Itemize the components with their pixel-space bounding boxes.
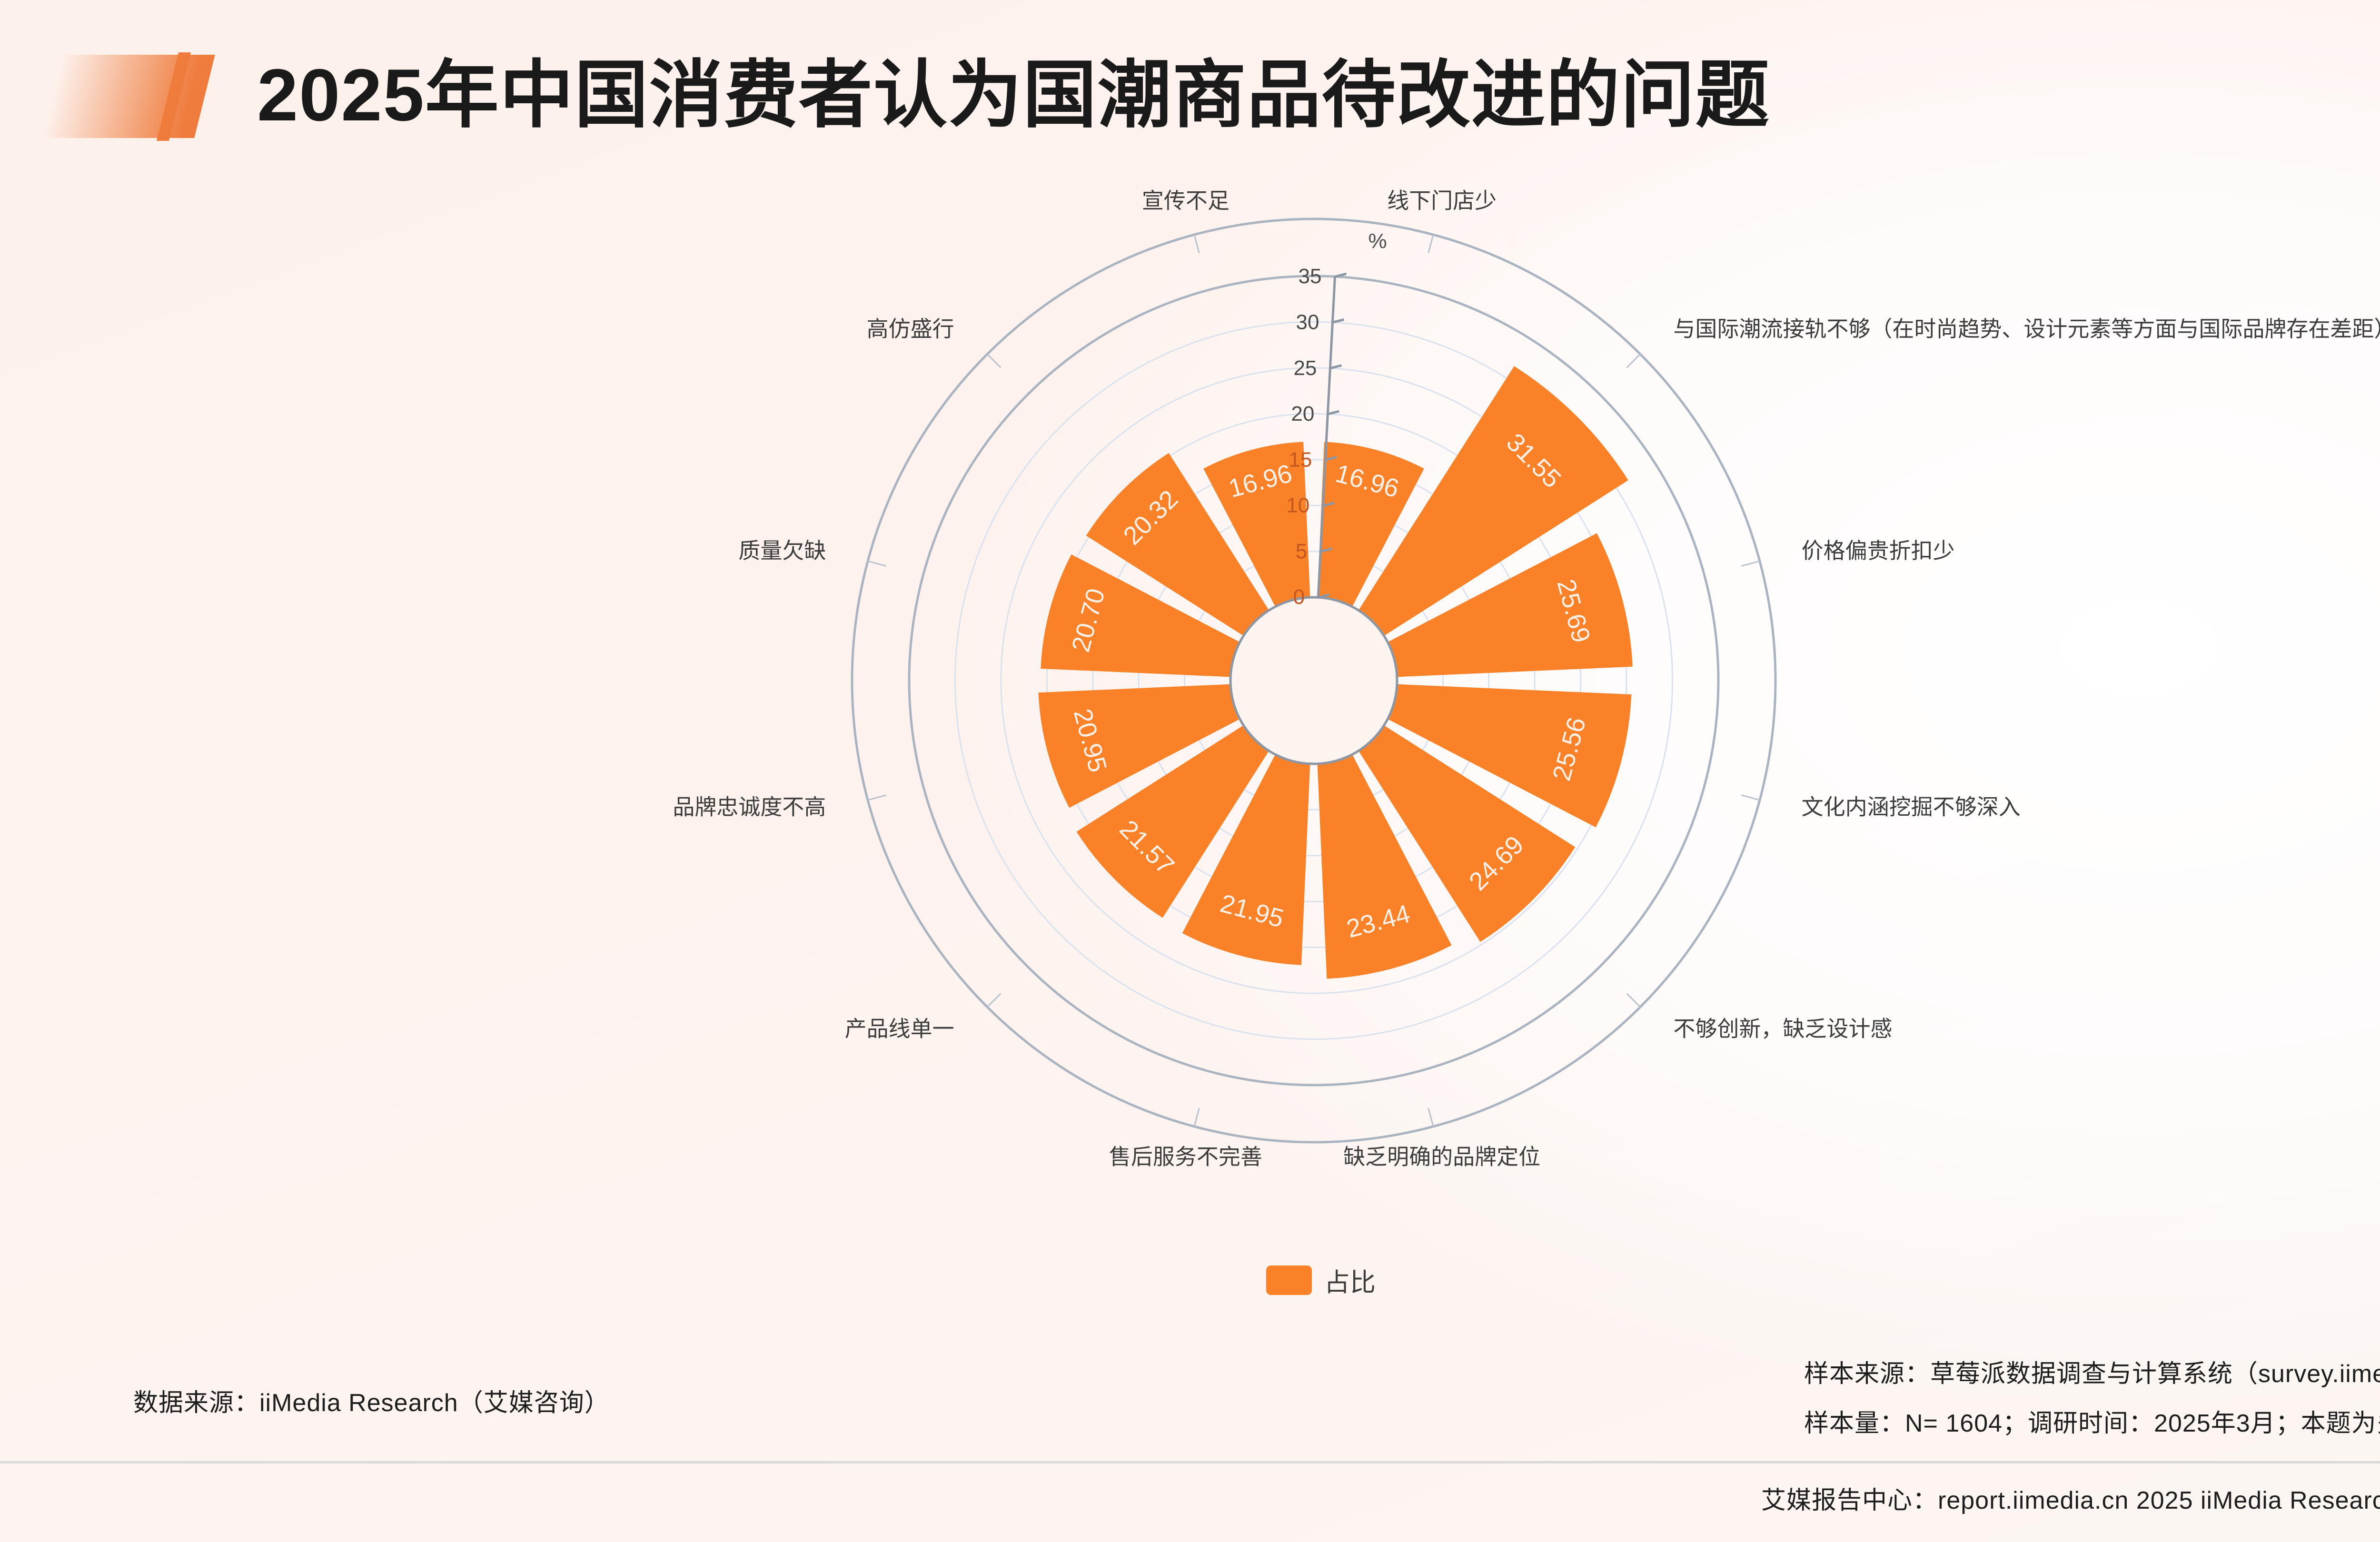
category-leader-tick bbox=[1626, 354, 1641, 368]
category-label: 质量欠缺 bbox=[738, 538, 826, 563]
chart-bars bbox=[1038, 366, 1633, 979]
axis-tick-label-15: 15 bbox=[1289, 448, 1312, 471]
axis-tick-0 bbox=[1318, 593, 1330, 599]
category-label: 文化内涵挖掘不够深入 bbox=[1802, 794, 2021, 819]
category-leader-tick bbox=[1741, 794, 1760, 801]
chart-legend: 占比 bbox=[1266, 1261, 1376, 1299]
category-leader-tick bbox=[1193, 1107, 1200, 1127]
category-label: 缺乏明确的品牌定位 bbox=[1343, 1145, 1540, 1169]
title-accent-bar bbox=[42, 55, 215, 138]
axis-tick-25 bbox=[1329, 364, 1342, 370]
bar-slice[interactable] bbox=[1076, 725, 1269, 918]
bar-slice[interactable] bbox=[1203, 442, 1310, 607]
category-label: 产品线单一 bbox=[845, 1017, 954, 1041]
radial-axis-line bbox=[1317, 277, 1336, 598]
axis-tick-label-20: 20 bbox=[1291, 402, 1314, 425]
category-label: 与国际潮流接轨不够（在时尚趋势、设计元素等方面与国际品牌存在差距） bbox=[1673, 316, 2380, 341]
category-leader-tick bbox=[1626, 993, 1641, 1008]
grid-ring-30 bbox=[954, 321, 1674, 1040]
grid-ring-5 bbox=[1184, 551, 1444, 811]
footer-divider bbox=[0, 1461, 2380, 1463]
category-leader-tick bbox=[987, 354, 1002, 368]
category-label: 线下门店少 bbox=[1387, 188, 1497, 213]
category-label: 不够创新，缺乏设计感 bbox=[1673, 1017, 1892, 1041]
axis-tick-label-35: 35 bbox=[1299, 265, 1322, 288]
category-leader-tick bbox=[1428, 1107, 1434, 1127]
sample-source-line: 样本来源：草莓派数据调查与计算系统（survey.iimedia.cn） bbox=[1804, 1360, 2380, 1388]
bar-slice[interactable] bbox=[1359, 725, 1576, 942]
axis-tick-label-0: 0 bbox=[1293, 585, 1305, 609]
bar-slice[interactable] bbox=[1388, 533, 1633, 677]
sample-note: 样本来源：草莓派数据调查与计算系统（survey.iimedia.cn） 样本量… bbox=[1804, 1349, 2380, 1448]
category-leader-tick bbox=[867, 560, 887, 567]
category-leader-tick bbox=[1428, 234, 1434, 254]
axis-tick-30 bbox=[1332, 318, 1345, 324]
axis-tick-15 bbox=[1325, 455, 1337, 461]
radial-axis: 0 5 10 15 20 25 30 35% bbox=[1286, 229, 1387, 609]
bar-slice[interactable] bbox=[1317, 754, 1452, 979]
bar-slice[interactable] bbox=[1359, 366, 1628, 636]
bar-slice[interactable] bbox=[1388, 684, 1632, 828]
category-leader-tick bbox=[1741, 560, 1760, 567]
chart-hub-circle bbox=[1229, 596, 1398, 765]
category-label: 品牌忠诚度不高 bbox=[673, 794, 826, 819]
bar-slice[interactable] bbox=[1182, 754, 1310, 965]
data-source-note: 数据来源：iiMedia Research（艾媒咨询） bbox=[133, 1389, 610, 1417]
axis-tick-label-10: 10 bbox=[1286, 494, 1309, 517]
axis-unit-label: % bbox=[1368, 229, 1387, 253]
report-center-note: 艾媒报告中心：report.iimedia.cn 2025 iiMedia Re… bbox=[1761, 1487, 2380, 1514]
outer-decorative-ring bbox=[851, 217, 1777, 1144]
bar-slice[interactable] bbox=[1086, 453, 1269, 636]
bar-slice[interactable] bbox=[1041, 554, 1240, 677]
category-leader-tick bbox=[987, 993, 1002, 1008]
page-title: 2025年中国消费者认为国潮商品待改进的问题 bbox=[257, 54, 1770, 136]
chart-hub bbox=[1229, 596, 1398, 765]
axis-tick-5 bbox=[1320, 547, 1332, 553]
grid-ring-20 bbox=[1046, 413, 1582, 949]
axis-tick-label-5: 5 bbox=[1296, 540, 1307, 563]
legend-swatch-占比 bbox=[1266, 1265, 1312, 1295]
axis-tick-35 bbox=[1334, 272, 1347, 278]
bar-slice[interactable] bbox=[1038, 684, 1240, 808]
legend-label: 占比 bbox=[1324, 1268, 1376, 1297]
outer-boundary-ring bbox=[908, 275, 1720, 1087]
category-label: 价格偏贵折扣少 bbox=[1802, 538, 1955, 563]
chart-grid bbox=[851, 217, 1777, 1144]
page-header: 2025年中国消费者认为国潮商品待改进的问题 艾 艾媒智库 iiMedia Th… bbox=[0, 0, 2380, 186]
category-label: 高仿盛行 bbox=[867, 316, 954, 341]
bar-slice[interactable] bbox=[1317, 442, 1424, 607]
category-label: 宣传不足 bbox=[1142, 188, 1230, 213]
grid-ring-10 bbox=[1138, 504, 1490, 857]
axis-tick-label-30: 30 bbox=[1296, 310, 1319, 334]
category-label: 售后服务不完善 bbox=[1109, 1145, 1262, 1169]
category-leader-tick bbox=[1193, 234, 1200, 254]
sample-size-line: 样本量：N= 1604；调研时间：2025年3月；本题为多选题 bbox=[1804, 1410, 2380, 1437]
axis-tick-20 bbox=[1327, 410, 1339, 415]
axis-tick-10 bbox=[1322, 502, 1335, 507]
axis-tick-label-25: 25 bbox=[1293, 356, 1317, 380]
category-leader-tick bbox=[867, 794, 887, 801]
grid-ring-15 bbox=[1092, 459, 1536, 902]
grid-ring-25 bbox=[1000, 367, 1627, 994]
